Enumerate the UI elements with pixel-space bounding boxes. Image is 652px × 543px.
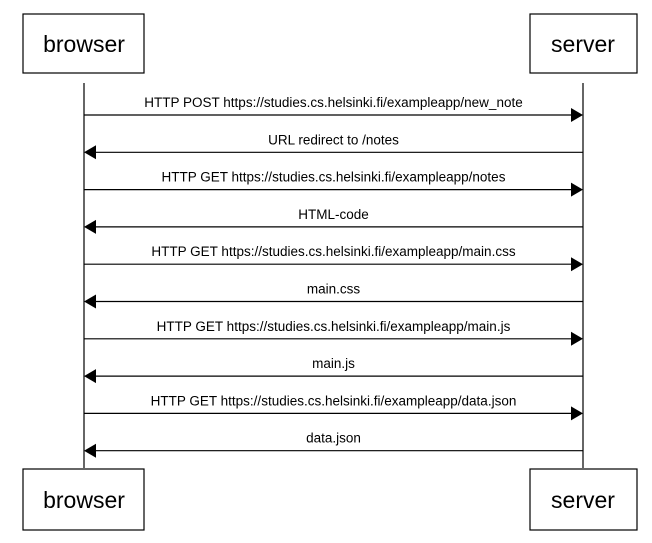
server-participant-top-label: server xyxy=(551,31,615,57)
message-8: main.js xyxy=(84,356,583,384)
message-5: HTTP GET https://studies.cs.helsinki.fi/… xyxy=(84,244,583,272)
message-label: data.json xyxy=(306,431,361,446)
server-participant-bottom: server xyxy=(529,468,638,531)
arrowhead-icon xyxy=(84,219,96,234)
message-label: main.css xyxy=(307,282,361,297)
message-label: HTTP POST https://studies.cs.helsinki.fi… xyxy=(144,95,522,110)
message-label: main.js xyxy=(312,356,355,371)
arrowhead-icon xyxy=(571,257,583,272)
message-list: HTTP POST https://studies.cs.helsinki.fi… xyxy=(84,95,583,458)
message-label: HTTP GET https://studies.cs.helsinki.fi/… xyxy=(162,170,506,185)
server-participant-bottom-label: server xyxy=(551,487,615,513)
browser-participant-top: browser xyxy=(22,13,145,74)
server-participant-top: server xyxy=(529,13,638,74)
message-label: HTML-code xyxy=(298,207,369,222)
message-7: HTTP GET https://studies.cs.helsinki.fi/… xyxy=(84,319,583,346)
arrowhead-icon xyxy=(571,406,583,421)
arrowhead-icon xyxy=(571,331,583,346)
arrowhead-icon xyxy=(84,443,96,458)
browser-participant-bottom: browser xyxy=(22,468,145,531)
message-10: data.json xyxy=(84,431,583,458)
arrowhead-icon xyxy=(84,145,96,160)
message-2: URL redirect to /notes xyxy=(84,132,583,160)
message-label: HTTP GET https://studies.cs.helsinki.fi/… xyxy=(151,244,515,259)
message-3: HTTP GET https://studies.cs.helsinki.fi/… xyxy=(84,170,583,197)
message-9: HTTP GET https://studies.cs.helsinki.fi/… xyxy=(84,393,583,421)
message-label: URL redirect to /notes xyxy=(268,132,399,147)
message-4: HTML-code xyxy=(84,207,583,234)
arrowhead-icon xyxy=(571,108,583,122)
message-label: HTTP GET https://studies.cs.helsinki.fi/… xyxy=(157,319,511,334)
message-label: HTTP GET https://studies.cs.helsinki.fi/… xyxy=(151,393,517,408)
message-1: HTTP POST https://studies.cs.helsinki.fi… xyxy=(84,95,583,122)
browser-participant-bottom-label: browser xyxy=(43,487,125,513)
browser-participant-top-label: browser xyxy=(43,31,125,57)
arrowhead-icon xyxy=(84,369,96,384)
arrowhead-icon xyxy=(84,294,96,309)
arrowhead-icon xyxy=(571,182,583,197)
message-6: main.css xyxy=(84,282,583,309)
